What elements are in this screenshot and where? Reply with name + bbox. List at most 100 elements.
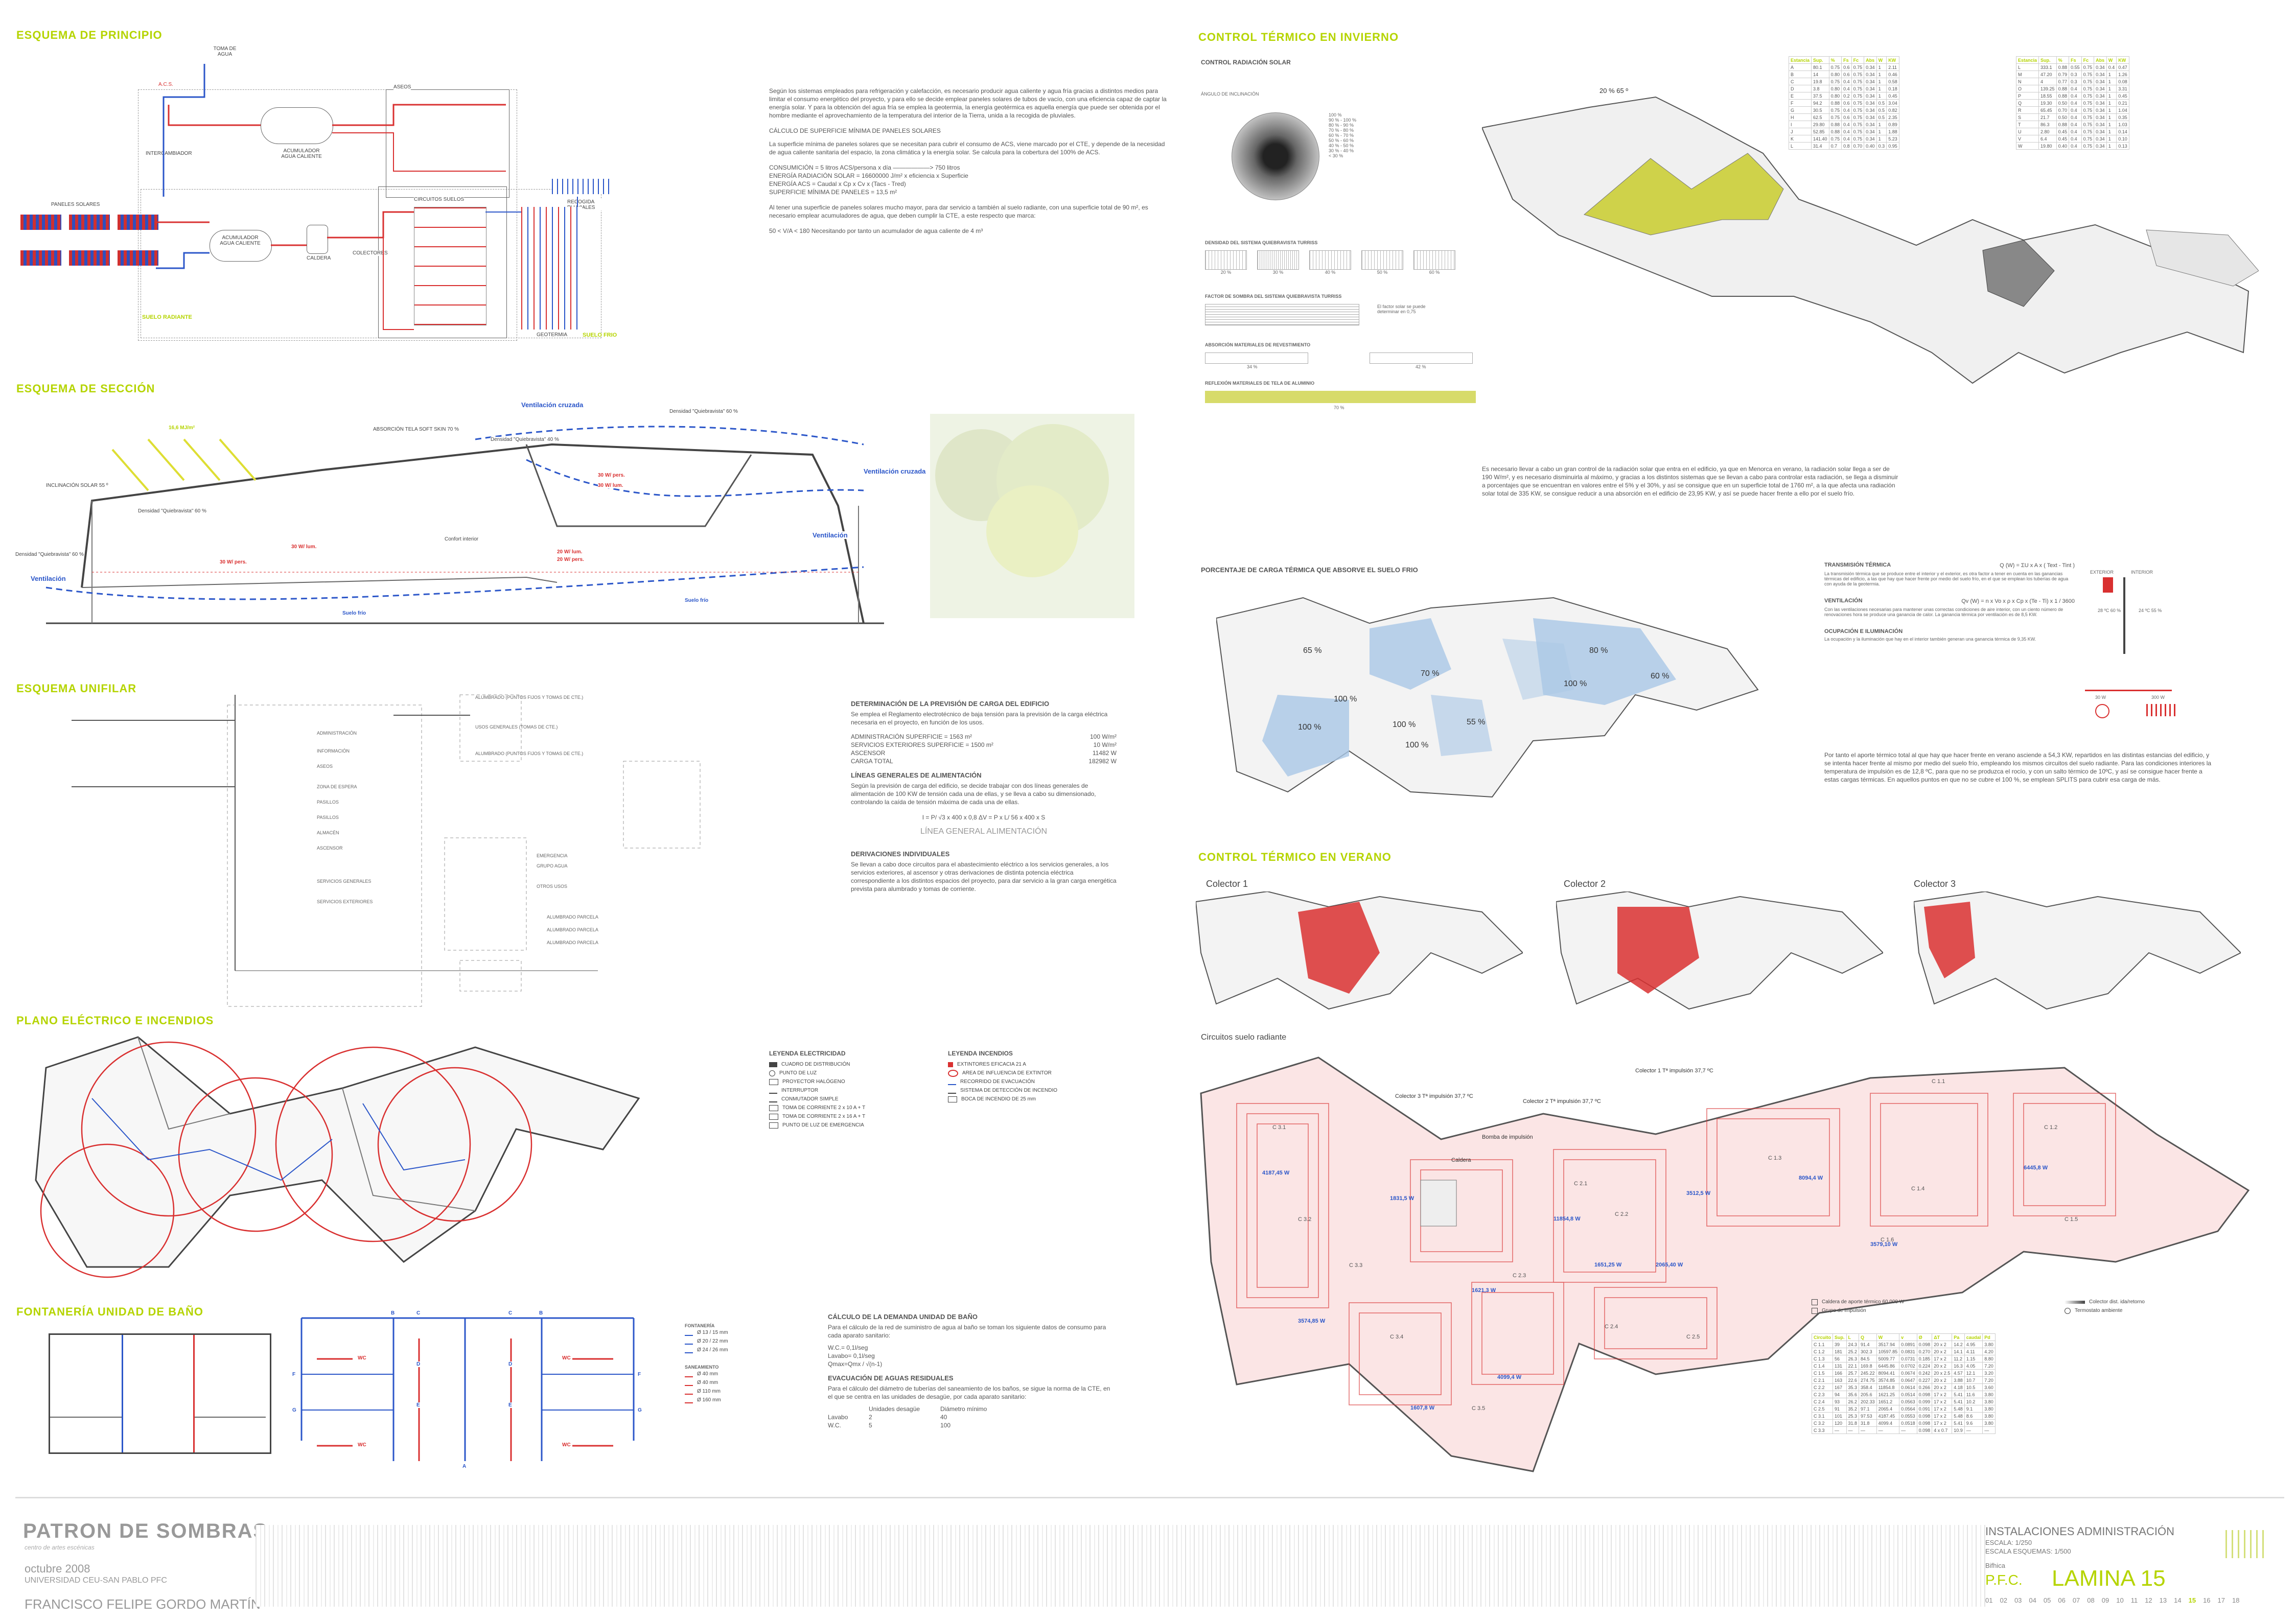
- suelo-frio-label: SUELO FRIO: [583, 332, 617, 338]
- inclinacion-label: INCLINACIÓN SOLAR 55 º: [46, 483, 108, 488]
- reflexion-swatch: [1205, 391, 1476, 403]
- circ-c14: C 1.4: [1911, 1186, 1925, 1192]
- pct-5: 100 %: [1334, 695, 1357, 703]
- section-title-seccion: ESQUEMA DE SECCIÓN: [16, 382, 155, 395]
- carga-plan: 65 % 80 % 70 % 100 % 100 % 100 % 55 % 60…: [1215, 588, 1768, 823]
- circ-c13: C 1.3: [1768, 1155, 1782, 1161]
- title-block: INSTALACIONES ADMINISTRACIÓN ESCALA: 1/2…: [1985, 1525, 2282, 1612]
- fontaneria-text: CÁLCULO DE LA DEMANDA UNIDAD DE BAÑO Par…: [828, 1313, 1110, 1429]
- rain-arrows: [552, 179, 613, 194]
- carga-title: PORCENTAJE DE CARGA TÉRMICA QUE ABSORVE …: [1201, 566, 1418, 574]
- pct-10: 100 %: [1564, 679, 1587, 688]
- ventilacion-1: Ventilación: [813, 531, 848, 539]
- geotermia-label: GEOTERMIA: [537, 332, 568, 338]
- project-subtitle: centro de artes escénicas: [25, 1544, 95, 1551]
- colector-1-label: Colector 1: [1206, 879, 1248, 889]
- radiacion-panel: CONTROL RADIACIÓN SOLAR ÁNGULO DE INCLIN…: [1201, 59, 1487, 410]
- watt-4: 6445,8 W: [2024, 1165, 2048, 1171]
- verano-legend-2: Colector dist. ida/retorno Termostato am…: [2065, 1298, 2177, 1315]
- factor-sombra: [1205, 304, 1359, 325]
- watt-13: 3579,10 W: [1870, 1241, 1898, 1248]
- pct-4: 100 %: [1298, 723, 1321, 732]
- toma-agua-label: TOMA DE AGUA: [210, 46, 240, 57]
- suelo-frio-2: Suelo frío: [342, 610, 366, 616]
- verano-legend: Caldera de aporte térmico 60.000 W Grupo…: [1812, 1298, 2077, 1315]
- pct-9: 100 %: [1405, 741, 1429, 749]
- ventilacion-cruzada-1: Ventilación cruzada: [521, 401, 584, 409]
- pct-1: 65 %: [1303, 646, 1322, 655]
- absorcion-label: ABSORCIÓN TELA SOFT SKIN 70 %: [373, 427, 459, 432]
- section-drawing: 16,6 MJ/m² ABSORCIÓN TELA SOFT SKIN 70 %…: [15, 398, 1170, 654]
- leyenda-electricidad: LEYENDA ELECTRICIDAD CUADRO DE DISTRIBUC…: [769, 1050, 866, 1129]
- pct-2: 80 %: [1589, 646, 1608, 655]
- circ-c16: C 1.6: [1881, 1237, 1894, 1243]
- carga-pers-3: 20 W/ pers.: [557, 557, 584, 562]
- carga-final-text: Por tanto el aporte térmico total al que…: [1824, 751, 2212, 783]
- watt-6: 4099,4 W: [1497, 1374, 1522, 1380]
- circ-c32: C 3.2: [1298, 1216, 1312, 1223]
- electrical-plan: [15, 1027, 741, 1293]
- circ-c12: C 1.2: [2044, 1124, 2058, 1131]
- lamina-bars: [2225, 1530, 2266, 1558]
- colector-1-plan: [1195, 890, 1524, 1014]
- section-title-verano: CONTROL TÉRMICO EN VERANO: [1198, 851, 1391, 863]
- circ-c11: C 1.1: [1932, 1078, 1945, 1085]
- carga-lum-3: 20 W/ lum.: [557, 549, 583, 555]
- carga-pers-1: 30 W/ pers.: [598, 473, 625, 478]
- colectores-label: COLECTORES: [353, 250, 388, 256]
- watt-7: 1607,8 W: [1410, 1405, 1435, 1411]
- caldera-label: CALDERA: [307, 255, 331, 261]
- circ-c24: C 2.4: [1605, 1324, 1618, 1330]
- absorcion-swatch-2: [1370, 353, 1473, 364]
- author: FRANCISCO FELIPE GORDO MARTÍN: [25, 1596, 261, 1612]
- invierno-text: Es necesario llevar a cabo un gran contr…: [1482, 465, 1898, 497]
- section-title-invierno: CONTROL TÉRMICO EN INVIERNO: [1198, 31, 1399, 43]
- carga-pers-2: 30 W/ pers.: [220, 559, 247, 565]
- sheet-title: INSTALACIONES ADMINISTRACIÓN: [1985, 1525, 2174, 1538]
- section-title-unifilar: ESQUEMA UNIFILAR: [16, 682, 137, 695]
- fontaneria-legend: FONTANERÍA Ø 13 / 15 mm Ø 20 / 22 mm Ø 2…: [685, 1323, 728, 1403]
- watt-10: 2065,40 W: [1656, 1262, 1683, 1268]
- unifilar-text: DETERMINACIÓN DE LA PREVISIÓN DE CARGA D…: [851, 700, 1117, 892]
- acumulador-1-label: ACUMULADOR AGUA CALIENTE: [276, 148, 327, 159]
- watt-9: 1651,25 W: [1594, 1262, 1622, 1268]
- suelo-frio-1: Suelo frío: [685, 598, 709, 603]
- watt-11: 3512,5 W: [1686, 1190, 1711, 1196]
- plan-label-colector2: Colector 2 Tª impulsión 37,7 ºC: [1523, 1098, 1601, 1105]
- place: Bifhica: [1985, 1562, 2006, 1569]
- geotermia-pipes: [521, 207, 583, 330]
- colector-3-label: Colector 3: [1914, 879, 1956, 889]
- circ-c35: C 3.5: [1472, 1405, 1486, 1412]
- watt-5: 3574,85 W: [1298, 1318, 1326, 1324]
- densidad-2: Densidad "Quiebravista" 40 %: [491, 437, 559, 442]
- circ-c34: C 3.4: [1390, 1334, 1404, 1340]
- angulo-val: 20 % 65 º: [1599, 87, 1629, 95]
- footer-divider: [15, 1497, 2284, 1498]
- circ-c33: C 3.3: [1349, 1262, 1363, 1268]
- principio-text: Según los sistemas empleados para refrig…: [769, 87, 1167, 234]
- colector-2-plan: [1555, 890, 1884, 1014]
- project-title: PATRON DE SOMBRAS: [23, 1520, 268, 1542]
- carga-lum-2: 30 W/ lum.: [291, 544, 317, 550]
- ocupacion-icons: 30 W 300 W: [2080, 695, 2192, 725]
- suelo-radiante-label: SUELO RADIANTE: [142, 314, 192, 320]
- project-date: octubre 2008: [25, 1562, 90, 1575]
- ext-int-diagram: EXTERIOR INTERIOR 28 ºC 60 % 24 ºC 55 %: [2090, 567, 2167, 654]
- caldera: [307, 225, 328, 254]
- principio-diagram: SUELO RADIANTE SUELO FRIO TOMA DE AGUA A…: [15, 43, 618, 341]
- paneles-label: PANELES SOLARES: [51, 202, 100, 207]
- circ-c21: C 2.1: [1574, 1181, 1588, 1187]
- principio-pipes: [156, 64, 578, 330]
- circ-c31: C 3.1: [1272, 1124, 1286, 1131]
- acs-label: A.C.S.: [158, 82, 173, 87]
- radiant-floor-plan: Colector 1 Tª impulsión 37,7 ºC Colector…: [1196, 1047, 2269, 1476]
- densidad-1: Densidad "Quiebravista" 60 %: [669, 409, 738, 414]
- intercambiador-label: INTERCAMBIADOR: [146, 151, 192, 156]
- escala-2: ESCALA ESQUEMAS: 1/500: [1985, 1547, 2071, 1555]
- watt-3: 8094,4 W: [1799, 1175, 1823, 1181]
- densidad-swatches: 20 % 30 % 40 % 50 % 60 %: [1205, 250, 1455, 275]
- plan-label-caldera: Caldera: [1451, 1157, 1471, 1163]
- colector-3-plan: [1913, 890, 2242, 1014]
